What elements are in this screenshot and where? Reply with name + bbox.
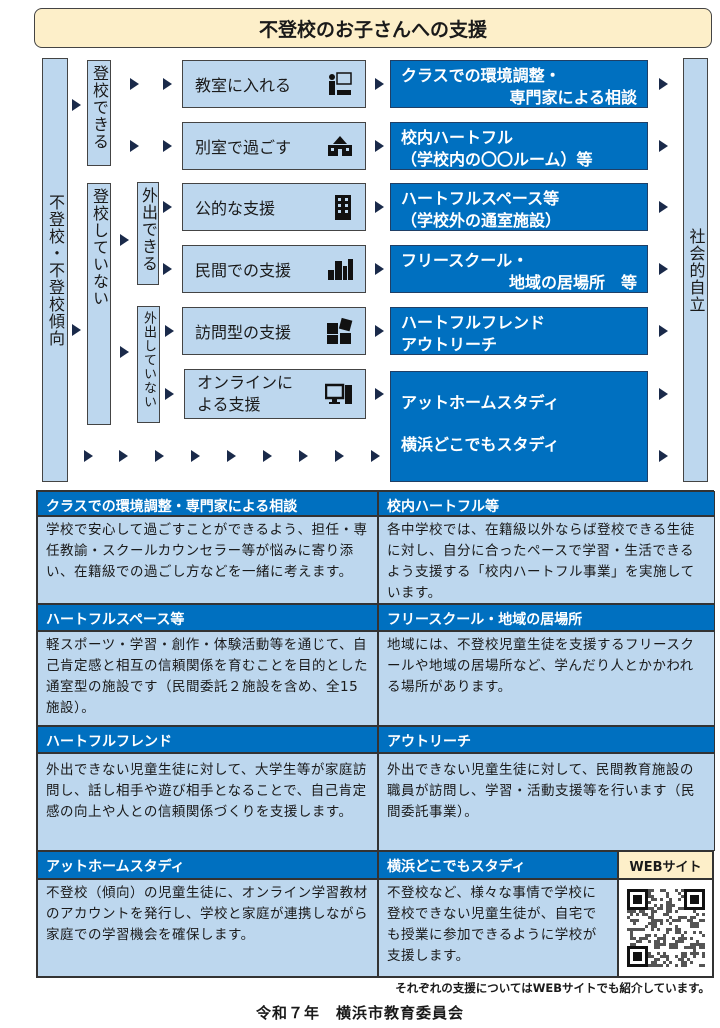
footer-publisher: 令和７年 横浜市教育委員会 [255, 1004, 464, 1022]
arrow-icon [659, 325, 668, 337]
support-line: 専門家による相談 [509, 88, 637, 107]
arrow-icon [659, 388, 668, 400]
description-table: クラスでの環境調整・専門家による相談学校で安心して過ごすことができるよう、担任・… [36, 490, 715, 978]
arrow-icon [72, 324, 81, 336]
arrow-icon [375, 388, 384, 400]
arrow-icon [155, 450, 164, 462]
qr-code[interactable] [618, 879, 713, 977]
support-box: フリースクール・地域の居場所 等 [390, 245, 648, 293]
arrow-icon [120, 234, 129, 246]
arrow-icon [659, 201, 668, 213]
footnote: それぞれの支援についてはWEBサイトでも紹介しています。 [395, 981, 710, 995]
start-label: 不登校・不登校傾向 [42, 58, 68, 482]
arrow-icon [163, 263, 172, 275]
arrow-icon [375, 78, 384, 90]
classroom-teacher-icon [327, 72, 353, 96]
end-label: 社会的自立 [683, 58, 708, 482]
arrow-icon [375, 201, 384, 213]
arrow-icon [163, 201, 172, 213]
arrow-icon [120, 346, 129, 358]
arrow-icon [119, 450, 128, 462]
branch-can-attend: 登校できる [87, 60, 111, 166]
mid-box: 民間での支援 [182, 245, 366, 293]
table-cell-heading: ハートフルフレンド [37, 726, 378, 753]
city-buildings-icon [327, 258, 353, 280]
support-line: 校内ハートフル [401, 128, 514, 147]
arrow-icon [375, 263, 384, 275]
mid-label: オンラインによる支援 [197, 373, 294, 414]
mid-label: 別室で過ごす [195, 138, 292, 157]
arrow-icon [659, 450, 668, 462]
table-cell-body: 学校で安心して過ごすことができるよう、担任・専任教諭・スクールカウンセラー等が悩… [37, 516, 378, 604]
arrow-icon [375, 140, 384, 152]
arrow-icon [371, 450, 380, 462]
support-line: ハートフルフレンド [401, 313, 546, 332]
table-cell-body: 外出できない児童生徒に対して、大学生等が家庭訪問し、話し相手や遊び相手となること… [37, 753, 378, 851]
arrow-icon [165, 388, 174, 400]
mid-box: 訪問型の支援 [182, 307, 366, 355]
arrow-icon [299, 450, 308, 462]
table-cell-body: 各中学校では、在籍級以外ならば登校できる生徒に対し、自分に合ったペースで学習・生… [378, 516, 715, 604]
school-building-icon [327, 135, 353, 157]
web-site-label: WEBサイト [618, 851, 713, 879]
mid-box: 公的な支援 [182, 183, 366, 231]
arrow-icon [130, 78, 139, 90]
support-box: ハートフルスペース等 （学校外の通室施設） [390, 183, 648, 231]
arrow-icon [659, 140, 668, 152]
mid-label: 公的な支援 [195, 199, 276, 218]
arrow-icon [191, 450, 200, 462]
mid-box: オンラインによる支援 [184, 369, 366, 419]
branch-can-go-out: 外出できる [137, 182, 159, 285]
arrow-icon [335, 450, 344, 462]
arrow-icon [659, 78, 668, 90]
table-cell-heading: アウトリーチ [378, 726, 715, 753]
table-cell-body: 地域には、不登校児童生徒を支援するフリースクールや地域の居場所など、学んだり人と… [378, 631, 715, 726]
support-line: （学校外の通室施設） [401, 211, 562, 230]
support-line: アットホームスタディ [401, 393, 560, 412]
table-cell-heading: アットホームスタディ [37, 851, 378, 879]
arrow-icon [84, 450, 93, 462]
support-box: 校内ハートフル （学校内の〇〇ルーム）等 [390, 122, 648, 170]
support-line: アウトリーチ [401, 335, 498, 354]
page-title: 不登校のお子さんへの支援 [34, 8, 712, 48]
arrow-icon [130, 140, 139, 152]
branch-not-go-out: 外出していない [137, 306, 160, 423]
support-box: ハートフルフレンドアウトリーチ [390, 307, 648, 355]
support-box: クラスでの環境調整・専門家による相談 [390, 60, 648, 108]
support-line: クラスでの環境調整・ [401, 66, 561, 85]
arrow-icon [163, 140, 172, 152]
mid-label: 教室に入れる [195, 76, 292, 95]
branch-not-attend: 登校していない [87, 183, 111, 425]
table-cell-body: 外出できない児童生徒に対して、民間教育施設の職員が訪問し、学習・活動支援等を行い… [378, 753, 715, 851]
mid-box: 別室で過ごす [182, 122, 366, 170]
arrow-icon [375, 325, 384, 337]
table-cell-heading: フリースクール・地域の居場所 [378, 604, 715, 631]
computer-icon [325, 383, 353, 405]
table-cell-body: 不登校など、様々な事情で学校に登校できない児童生徒が、自宅でも授業に参加できるよ… [378, 879, 618, 977]
arrow-icon [163, 78, 172, 90]
mid-label: 民間での支援 [195, 261, 292, 280]
support-box: アットホームスタディ横浜どこでもスタディ [390, 371, 648, 482]
support-line: ハートフルスペース等 [401, 189, 560, 208]
support-line: フリースクール・ [401, 251, 529, 270]
mid-label: 訪問型の支援 [195, 323, 292, 342]
table-cell-heading: 校内ハートフル等 [378, 491, 715, 516]
table-cell-body: 不登校（傾向）の児童生徒に、オンライン学習教材のアカウントを発行し、学校と家庭が… [37, 879, 378, 977]
arrow-icon [227, 450, 236, 462]
arrow-icon [72, 99, 81, 111]
table-cell-body: 軽スポーツ・学習・創作・体験活動等を通じて、自己肯定感と相互の信頼関係を育むこと… [37, 631, 378, 726]
table-cell-heading: ハートフルスペース等 [37, 604, 378, 631]
support-line: 横浜どこでもスタディ [401, 435, 560, 454]
arrow-icon [165, 325, 174, 337]
table-cell-heading: 横浜どこでもスタディ [378, 851, 618, 879]
arrow-icon [263, 450, 272, 462]
office-building-icon [333, 194, 353, 220]
support-line: （学校内の〇〇ルーム）等 [401, 150, 593, 169]
support-line: 地域の居場所 等 [508, 273, 637, 292]
table-cell-heading: クラスでの環境調整・専門家による相談 [37, 491, 378, 516]
arrow-icon [659, 263, 668, 275]
puzzle-icon [325, 317, 353, 345]
mid-box: 教室に入れる [182, 60, 366, 108]
